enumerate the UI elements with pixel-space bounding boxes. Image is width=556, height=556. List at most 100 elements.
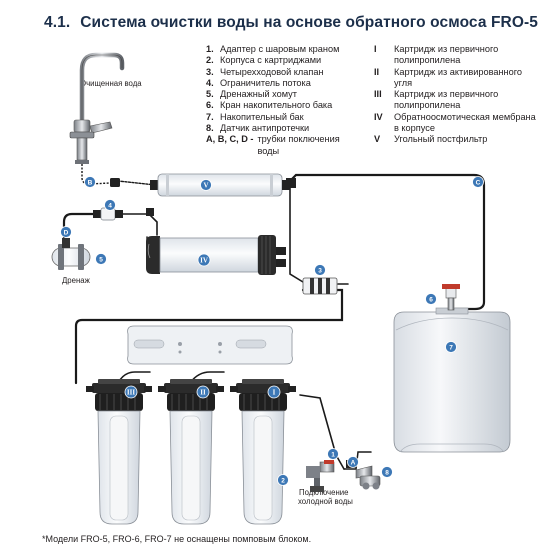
tube-b-segment <box>117 180 157 186</box>
label-purified-water: Очищенная вода <box>80 79 142 88</box>
footnote: *Модели FRO-5, FRO-6, FRO-7 не оснащены … <box>42 534 312 544</box>
badge-6: 6 <box>425 293 437 305</box>
legend-left-key: 6. <box>206 100 214 111</box>
badge-d: D <box>60 226 72 238</box>
flow-restrictor <box>93 207 154 221</box>
badge-v-text: V <box>203 181 208 189</box>
legend-left-key: 3. <box>206 66 214 77</box>
legend-right-text: Картридж из первичного полипропилена <box>394 89 499 111</box>
legend-right-key: IV <box>374 111 383 122</box>
tube-d <box>62 212 95 252</box>
label-cold-water-2: холодной воды <box>298 497 353 506</box>
badge-iii: III <box>124 385 138 399</box>
badge-a: A <box>347 456 359 468</box>
tank-tap <box>442 284 460 311</box>
legend-left-key: 2. <box>206 55 214 66</box>
legend-left-text: Кран накопительного бака <box>220 100 333 111</box>
badge-4: 4 <box>104 199 116 211</box>
legend-right-text: Угольный постфильтр <box>394 134 488 145</box>
badge-c-text: C <box>476 179 481 186</box>
legend-right-row: II Картридж из активированного угля <box>374 67 542 90</box>
legend-left-text: трубки поключения воды <box>257 134 340 156</box>
legend-left-row: 4. Ограничитель потока <box>206 78 366 89</box>
legend-right-text: Обратноосмотическая мембрана в корпусе <box>394 111 536 134</box>
four-way-valve <box>302 277 338 295</box>
legend-right-text: Картридж из активированного угля <box>394 66 522 88</box>
legend-left-key: 8. <box>206 123 214 134</box>
badge-b: B <box>84 176 96 188</box>
legend-left-text: Четырехходовой клапан <box>220 66 324 77</box>
title-text: Система очистки воды на основе обратного… <box>80 14 538 31</box>
badge-6-text: 6 <box>429 296 433 303</box>
legend-left-text: Корпуса с картриджами <box>220 55 322 66</box>
prefilter-housings <box>86 379 296 525</box>
tube-restrictor-out <box>121 213 158 236</box>
legend-right-key: III <box>374 89 382 100</box>
label-cold-water-1: Подключение <box>299 488 349 497</box>
badge-iv: IV <box>197 253 211 267</box>
legend-left-text: Адаптер с шаровым краном <box>220 44 340 54</box>
tube-feed <box>74 288 344 385</box>
legend-left-row: 2. Корпуса с картриджами <box>206 55 366 66</box>
tee-fitting <box>286 178 296 188</box>
legend-left-row: 8.Датчик антипротечки <box>206 123 366 134</box>
badge-i: I <box>267 385 281 399</box>
legend-left-text: Дренажный хомут <box>220 89 297 100</box>
badge-ii: II <box>196 385 210 399</box>
badge-v: V <box>200 179 212 191</box>
tube-a-up <box>299 394 345 470</box>
badge-5: 5 <box>95 253 107 265</box>
badge-8-text: 8 <box>385 469 389 476</box>
storage-tank <box>393 307 511 453</box>
badge-a-text: A <box>351 459 356 466</box>
badge-7-text: 7 <box>449 344 453 351</box>
tube-membrane-to-valve <box>289 183 304 283</box>
legend-left-row: 3. Четырехходовой клапан <box>206 67 366 78</box>
legend-left-text: Ограничитель потока <box>220 77 311 88</box>
legend-right-key: V <box>374 134 381 145</box>
badge-1: 1 <box>327 448 339 460</box>
badge-b-text: B <box>88 179 93 186</box>
badge-3: 3 <box>314 264 326 276</box>
feed-adapter <box>306 460 335 492</box>
legend-left-key: A, B, C, D - <box>206 134 254 145</box>
badge-8: 8 <box>381 466 393 478</box>
tube-c <box>286 173 486 311</box>
legend-components: 1. Адаптер с шаровым краном 2. Корпуса с ка… <box>206 44 366 157</box>
legend-right-key: I <box>374 44 377 54</box>
badge-3-text: 3 <box>318 267 322 274</box>
badge-iv-text: IV <box>200 256 208 264</box>
legend-left-row: 7. Накопительный бак <box>206 112 366 123</box>
badge-2: 2 <box>277 474 289 486</box>
legend-left-key: 7. <box>206 111 214 122</box>
badge-2-text: 2 <box>281 477 285 484</box>
legend-right-row: IV Обратноосмотическая мембрана в корпусе <box>374 112 542 135</box>
badge-d-text: D <box>64 229 69 236</box>
legend-left-key: 1. <box>206 44 214 54</box>
legend-right-key: II <box>374 66 380 77</box>
legend-left-row: 5.Дренажный хомут <box>206 89 366 100</box>
badge-1-text: 1 <box>331 451 335 458</box>
faucet <box>69 52 125 187</box>
badge-iii-text: III <box>127 388 135 396</box>
label-drain: Дренаж <box>62 276 90 285</box>
page-title: 4.1.Система очистки воды на основе обрат… <box>44 14 538 32</box>
housing-i <box>230 379 296 525</box>
legend-right-row: I Картридж из первичного полипропилена <box>374 44 542 67</box>
badge-7: 7 <box>445 341 457 353</box>
legend-right-row: V Угольный постфильтр <box>374 134 542 145</box>
membrane-housing-iv <box>146 235 286 275</box>
legend-right-row: III Картридж из первичного полипропилена <box>374 89 542 112</box>
drain-clamp <box>51 238 91 270</box>
mounting-bracket <box>127 325 293 365</box>
badge-4-text: 4 <box>108 202 112 209</box>
post-filter-v <box>150 173 290 197</box>
legend-left-row: A, B, C, D -трубки поключения воды <box>206 134 366 157</box>
legend-right-text: Картридж из первичного полипропилена <box>394 44 499 66</box>
housing-iii <box>86 379 152 525</box>
legend-left-text: Накопительный бак <box>220 111 304 122</box>
legend-left-key: 4. <box>206 77 214 88</box>
